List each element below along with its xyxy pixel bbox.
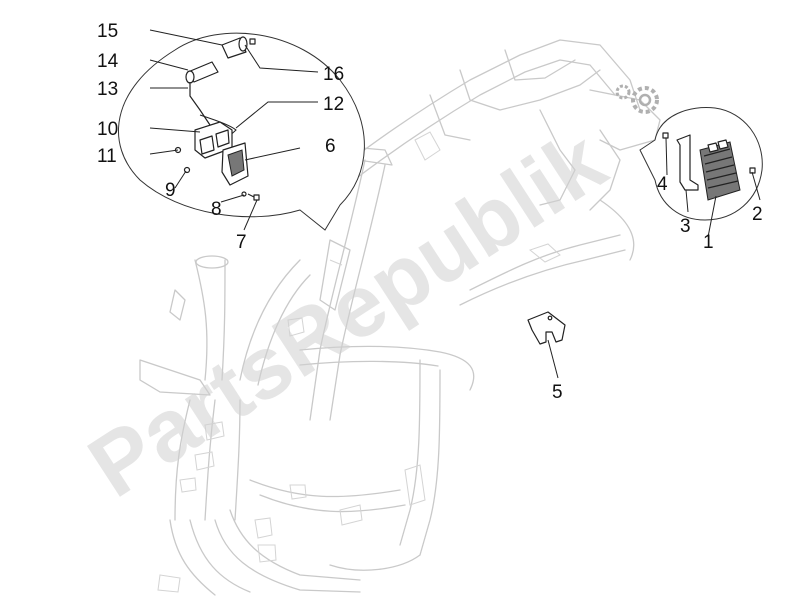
part-1-regulator bbox=[699, 139, 741, 201]
scooter-frame bbox=[139, 39, 661, 596]
part-15-cap bbox=[221, 36, 248, 59]
callout-3: 3 bbox=[680, 216, 691, 237]
callout-9: 9 bbox=[165, 180, 176, 201]
part-16-screw bbox=[249, 38, 256, 45]
callout-14: 14 bbox=[97, 51, 119, 72]
callout-1: 1 bbox=[703, 232, 714, 253]
callout-16: 16 bbox=[323, 64, 344, 85]
part-3-bracket bbox=[676, 134, 699, 191]
callout-10: 10 bbox=[97, 119, 118, 140]
part-10-coil bbox=[194, 121, 233, 159]
callout-2: 2 bbox=[752, 204, 763, 225]
callout-11: 11 bbox=[97, 146, 117, 167]
callout-8: 8 bbox=[211, 199, 222, 220]
callout-15: 15 bbox=[97, 21, 118, 42]
callout-labels: 15 14 13 10 11 9 8 7 16 12 6 4 3 1 2 5 bbox=[97, 21, 763, 403]
part-4-screw bbox=[662, 132, 669, 139]
part-5-bracket bbox=[527, 311, 566, 345]
callout-7: 7 bbox=[236, 232, 247, 253]
callout-12: 12 bbox=[323, 94, 344, 115]
part-12-lead bbox=[199, 114, 237, 141]
regulator-parts bbox=[662, 132, 756, 201]
leader-lines bbox=[149, 29, 761, 379]
part-14-plug-boot bbox=[185, 61, 219, 84]
zoom-bubble bbox=[118, 32, 365, 231]
callout-6: 6 bbox=[325, 136, 336, 157]
callout-13: 13 bbox=[97, 79, 118, 100]
part-6-module bbox=[221, 142, 249, 186]
gear-cluster-icon bbox=[615, 84, 659, 114]
callout-4: 4 bbox=[657, 174, 668, 195]
inset-parts bbox=[174, 36, 260, 201]
callout-5: 5 bbox=[552, 382, 563, 403]
